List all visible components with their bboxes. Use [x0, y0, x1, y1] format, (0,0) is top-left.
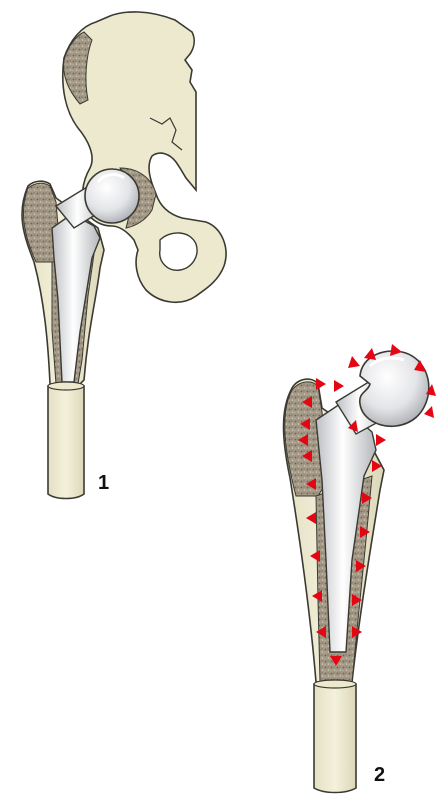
femur-1-lower-shaft [48, 386, 84, 499]
figure-1-label: 1 [98, 472, 109, 495]
figure-2-femur-load-transfer [284, 344, 437, 793]
femur-2-cut-face [314, 680, 356, 688]
femur-1-cut-face [48, 382, 84, 390]
pressure-arrow [376, 434, 386, 446]
pressure-arrow [316, 378, 326, 390]
figure-2-label: 2 [374, 764, 385, 787]
femur-2-lower-shaft [314, 684, 356, 793]
implant-1-ball [85, 169, 139, 223]
pressure-arrow [348, 356, 360, 368]
figure-1-hip-with-implant [22, 12, 226, 499]
obturator-foramen [160, 233, 197, 270]
implant-2-ball [360, 351, 429, 426]
pressure-arrow [364, 348, 376, 360]
pressure-arrow [334, 380, 344, 392]
pressure-arrow [424, 406, 434, 418]
